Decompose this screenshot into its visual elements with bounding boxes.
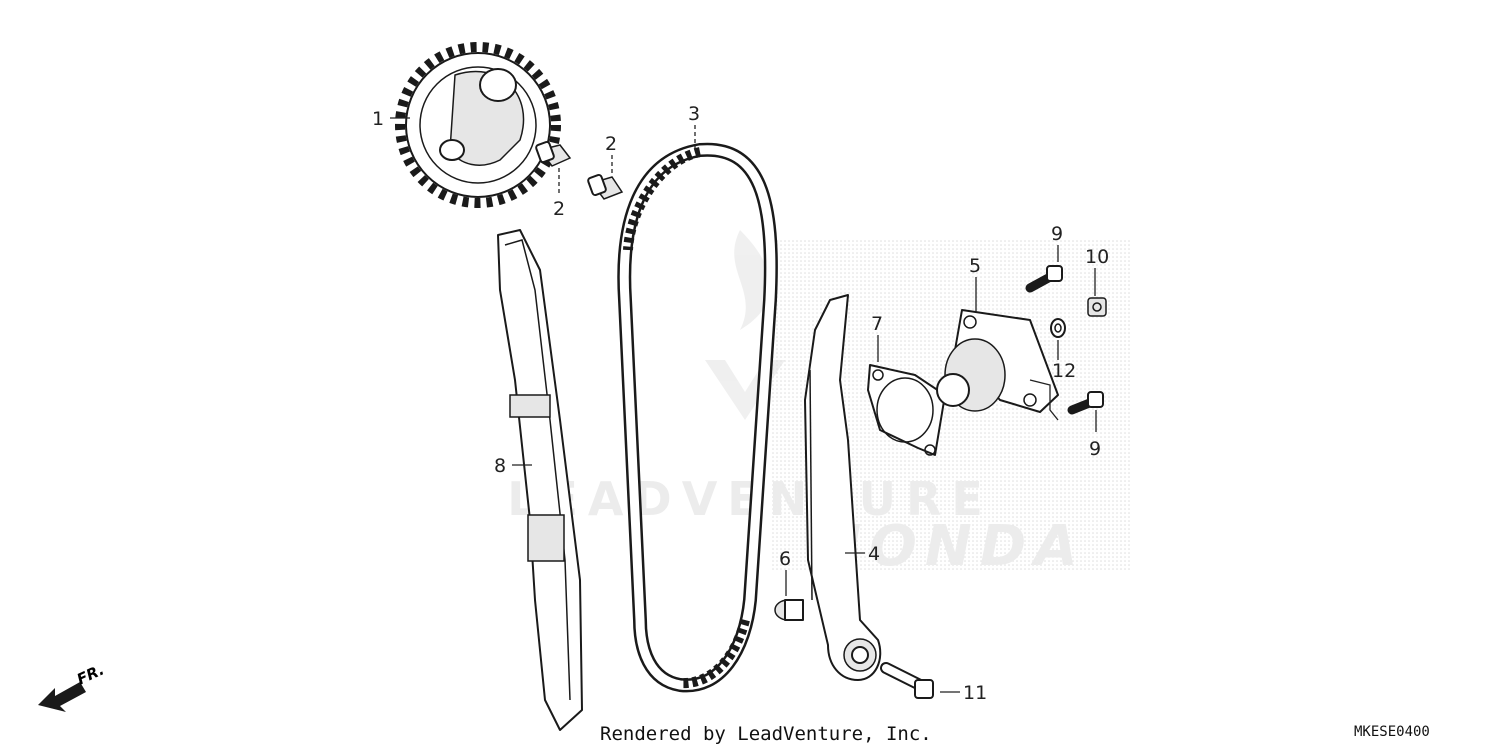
callout-3: 3 (688, 103, 700, 125)
sealing-bolt (1087, 297, 1107, 317)
collar (774, 599, 804, 621)
callout-2b: 2 (605, 133, 617, 155)
chain-tensioner-arm (804, 294, 882, 681)
pivot-bolt (880, 662, 934, 699)
sprocket-bolt-b (587, 173, 624, 200)
callout-8: 8 (494, 455, 506, 477)
callout-1: 1 (372, 108, 384, 130)
callout-2a: 2 (553, 198, 565, 220)
cam-sprocket (395, 42, 561, 208)
cam-chain-tensioner-lifter (936, 309, 1059, 413)
footer-credit: Rendered by LeadVenture, Inc. (600, 723, 932, 745)
cam-chain-guide (497, 229, 583, 731)
callout-labels: 1 2 2 3 4 5 6 7 8 9 9 10 11 12 (372, 103, 1109, 704)
cam-chain (617, 142, 778, 693)
callout-9a: 9 (1051, 223, 1063, 245)
callout-4: 4 (868, 543, 880, 565)
callout-10: 10 (1085, 246, 1109, 268)
sprocket-bolt-a (535, 140, 572, 167)
watermark-brand-text: LEADVENTURE (507, 472, 993, 526)
tensioner-bolt-lower (1067, 391, 1104, 415)
tensioner-gasket (867, 364, 946, 456)
callout-9b: 9 (1089, 438, 1101, 460)
tensioner-bolt-upper (1025, 265, 1063, 293)
callout-12: 12 (1052, 360, 1076, 382)
watermark-make-text: HONDA (814, 514, 1085, 579)
leader-lines (390, 117, 1097, 693)
callout-5: 5 (969, 255, 981, 277)
front-label: FR. (74, 661, 107, 689)
sealing-washer (1050, 318, 1066, 338)
diagram-code: MKESE0400 (1354, 724, 1430, 740)
callout-7: 7 (871, 313, 883, 335)
front-direction-indicator: FR. (38, 661, 107, 712)
callout-11: 11 (963, 682, 987, 704)
front-arrow-icon (38, 682, 86, 712)
callout-6: 6 (779, 548, 791, 570)
